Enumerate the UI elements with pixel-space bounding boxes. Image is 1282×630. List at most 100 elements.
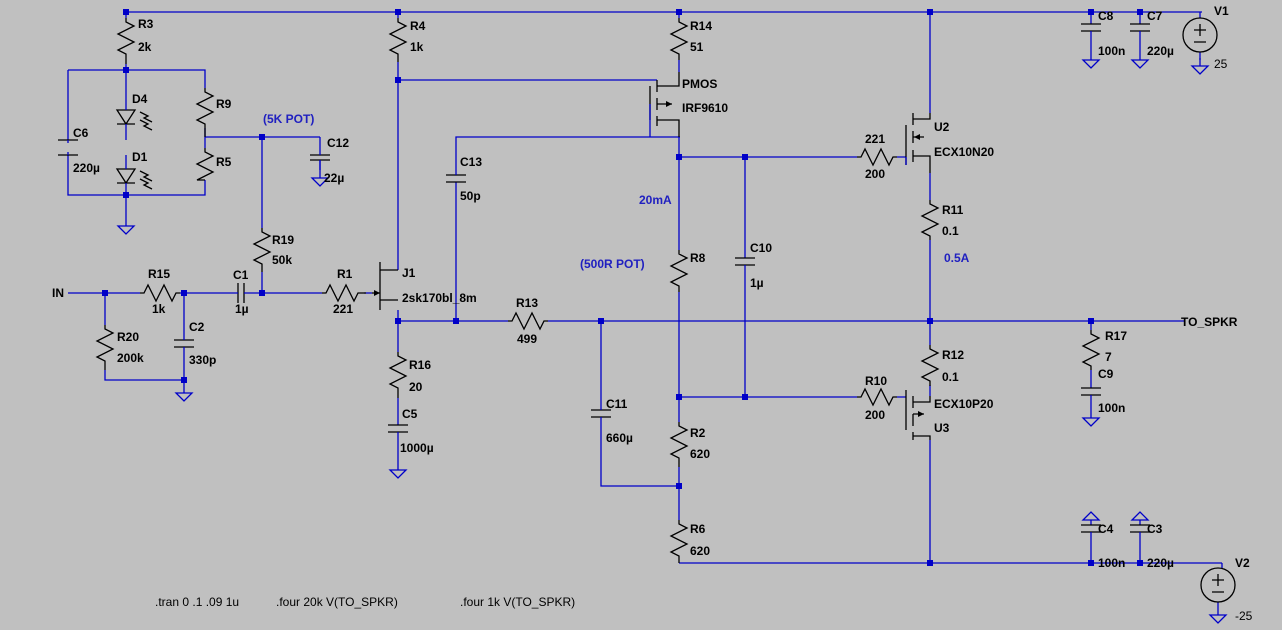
- label-r3: R3: [138, 17, 154, 31]
- value-pmos: IRF9610: [682, 101, 728, 115]
- capacitor-c9: [1081, 387, 1101, 402]
- label-r12: R12: [942, 348, 964, 362]
- junctions: [102, 9, 1143, 566]
- net-in: IN: [52, 286, 64, 300]
- note-5k-pot: (5K POT): [263, 112, 314, 126]
- label-r6: R6: [690, 522, 706, 536]
- value-r19: 50k: [272, 253, 292, 267]
- nmos-u2: [905, 113, 931, 173]
- resistor-r8: [669, 250, 689, 292]
- label-r19: R19: [272, 233, 294, 247]
- value-v1: 25: [1214, 57, 1228, 71]
- value-c12: 22µ: [324, 171, 344, 185]
- label-r16: R16: [409, 358, 431, 372]
- label-221: 221: [865, 132, 885, 146]
- capacitor-c4: [1081, 524, 1101, 540]
- resistor-r9: [195, 88, 215, 128]
- label-r15: R15: [148, 267, 170, 281]
- resistor-r17: [1081, 330, 1101, 370]
- label-d1: D1: [132, 150, 148, 164]
- label-r10: R10: [865, 374, 887, 388]
- resistor-r14: [669, 18, 689, 60]
- directive-four-1k: .four 1k V(TO_SPKR): [460, 595, 575, 609]
- label-v2: V2: [1235, 556, 1250, 570]
- capacitor-c3: [1130, 524, 1150, 540]
- value-r1: 221: [333, 302, 353, 316]
- value-r12: 0.1: [942, 370, 959, 384]
- pmos-irf9610: [649, 72, 680, 137]
- resistor-221: [857, 147, 897, 167]
- capacitor-c5: [388, 424, 408, 450]
- note-500r-pot: (500R POT): [580, 257, 645, 271]
- value-c5: 1000µ: [400, 441, 434, 455]
- label-r2: R2: [690, 426, 706, 440]
- note-20ma: 20mA: [639, 193, 672, 207]
- resistor-r19: [252, 228, 272, 272]
- label-r8: R8: [690, 251, 706, 265]
- value-r15: 1k: [152, 302, 166, 316]
- directive-four-20k: .four 20k V(TO_SPKR): [276, 595, 398, 609]
- resistor-r2: [669, 422, 689, 467]
- label-r11: R11: [942, 203, 964, 217]
- label-d4: D4: [132, 92, 148, 106]
- resistor-r10: [857, 387, 897, 407]
- resistor-r6: [669, 520, 689, 563]
- capacitor-c11: [591, 405, 611, 420]
- value-c6: 220µ: [73, 161, 100, 175]
- value-r10: 200: [865, 408, 885, 422]
- capacitor-c6: [58, 139, 78, 156]
- label-r1: R1: [337, 267, 353, 281]
- resistor-r4: [388, 18, 408, 62]
- resistor-r15: [140, 283, 180, 303]
- label-r13: R13: [516, 296, 538, 310]
- voltage-sources: [1182, 17, 1236, 603]
- value-u2: ECX10N20: [934, 145, 994, 159]
- label-r17: R17: [1105, 329, 1127, 343]
- value-r11: 0.1: [942, 224, 959, 238]
- value-c9: 100n: [1098, 401, 1125, 415]
- value-u3: ECX10P20: [934, 397, 994, 411]
- label-pmos: PMOS: [682, 77, 717, 91]
- value-r6: 620: [690, 544, 710, 558]
- value-r13: 499: [517, 332, 537, 346]
- value-r17: 7: [1105, 350, 1112, 364]
- label-r20: R20: [117, 330, 139, 344]
- capacitor-c8: [1081, 23, 1101, 38]
- label-r14: R14: [690, 19, 712, 33]
- value-r2: 620: [690, 447, 710, 461]
- resistor-r3: [116, 18, 136, 64]
- value-c10: 1µ: [750, 276, 764, 290]
- value-c11: 660µ: [606, 431, 633, 445]
- resistor-r12: [920, 345, 940, 386]
- value-r20: 200k: [117, 351, 144, 365]
- capacitor-c1: [233, 283, 249, 303]
- label-u2: U2: [934, 120, 950, 134]
- led-d4: [115, 105, 153, 131]
- label-r5: R5: [216, 155, 232, 169]
- resistor-r5: [195, 148, 215, 181]
- value-c4: 100n: [1098, 556, 1125, 570]
- resistor-r20: [95, 325, 115, 370]
- label-c12: C12: [327, 136, 349, 150]
- label-r4: R4: [410, 19, 426, 33]
- value-c1: 1µ: [235, 302, 249, 316]
- label-c5: C5: [402, 407, 418, 421]
- diodes: [115, 105, 153, 190]
- value-c7: 220µ: [1147, 44, 1174, 58]
- capacitor-c7: [1130, 23, 1150, 38]
- label-c8: C8: [1098, 9, 1114, 23]
- net-to-spkr: TO_SPKR: [1181, 315, 1238, 329]
- label-c9: C9: [1098, 367, 1114, 381]
- value-r16: 20: [409, 380, 423, 394]
- label-c4: C4: [1098, 522, 1114, 536]
- directive-tran: .tran 0 .1 .09 1u: [155, 595, 239, 609]
- transistors: [372, 72, 931, 440]
- label-c6: C6: [73, 126, 89, 140]
- value-c13: 50p: [460, 189, 481, 203]
- label-u3: U3: [934, 421, 950, 435]
- value-j1: 2sk170bl_8m: [402, 291, 477, 305]
- source-v2: [1200, 567, 1236, 603]
- resistors: [95, 18, 1101, 563]
- label-r9: R9: [216, 97, 232, 111]
